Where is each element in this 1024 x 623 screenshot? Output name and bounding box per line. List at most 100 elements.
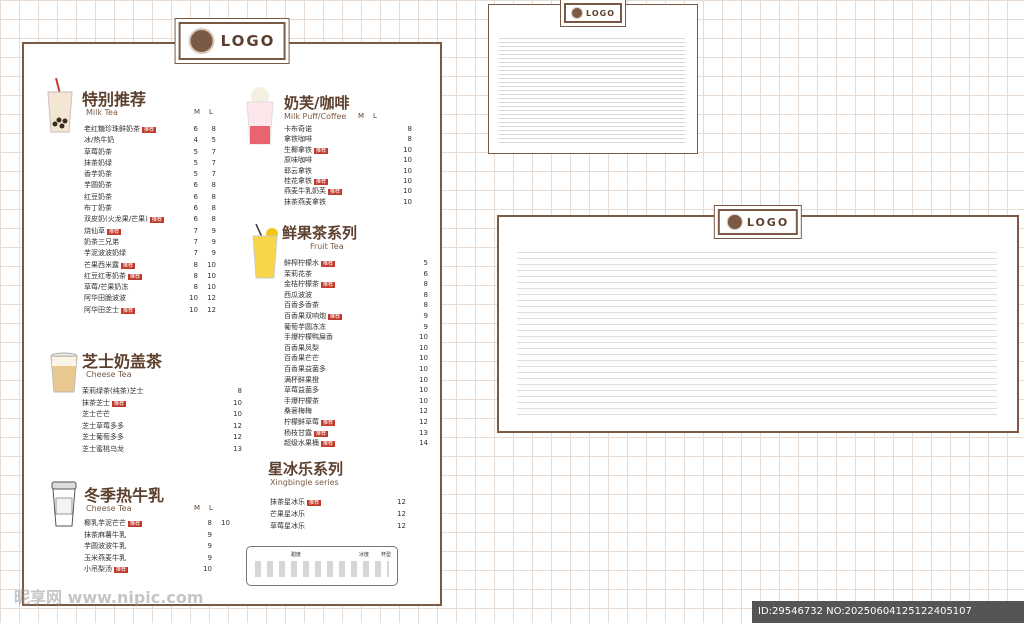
item-name: 奶茶三兄弟: [84, 237, 119, 246]
item-name: 抹茶星冰乐推荐: [270, 498, 322, 506]
price-l: 8: [211, 181, 216, 190]
item-name: 芋泥波波奶绿: [84, 249, 126, 258]
price-l: 10: [419, 386, 428, 395]
recommend-badge: 推荐: [314, 147, 329, 154]
recommend-badge: 推荐: [107, 228, 122, 235]
item-name: 布丁奶茶: [84, 204, 112, 213]
logo-text: LOGO: [746, 215, 790, 229]
price-m: 9: [207, 542, 212, 550]
item-name: 茉莉花茶: [284, 269, 312, 278]
price-m: 8: [193, 283, 198, 292]
price-l: 8: [407, 125, 412, 133]
recommend-badge: 推荐: [328, 313, 343, 320]
price-l: 12: [207, 294, 216, 303]
price-l: 8: [211, 204, 216, 213]
recommend-badge: 推荐: [321, 282, 336, 289]
item-name: 芝士草莓多多: [82, 421, 124, 430]
logo-text: LOGO: [586, 8, 615, 18]
preview-thumbnail-wide: LOGO: [497, 209, 1019, 433]
price-m: 8: [207, 519, 212, 527]
watermark: 昵享网 www.nipic.com: [14, 588, 204, 607]
price-l: 10: [403, 197, 412, 206]
item-name: 老红糖珍珠鲜奶茶推荐: [84, 125, 157, 133]
item-name: 桑葚梅梅: [284, 407, 312, 416]
item-name: 抹茶麻薯牛乳: [84, 530, 126, 539]
item-name: 阿华田芝士推荐: [84, 305, 136, 314]
price-l: 10: [419, 364, 428, 373]
milk-puff-cup-icon: [244, 86, 276, 150]
menu-item-row: 芒果西米露推荐 8 10: [84, 260, 216, 271]
item-name: 原味咖啡: [284, 156, 312, 165]
recommend-badge: 推荐: [114, 567, 129, 573]
fruit-tea-cup-icon: [250, 223, 280, 284]
price-l: 9: [423, 311, 428, 320]
price-l: 10: [403, 187, 412, 196]
section-title: 冬季热牛乳: [84, 486, 165, 505]
logo-badge: LOGO: [564, 3, 622, 23]
item-name: 芋圆波波牛乳: [84, 542, 126, 550]
thumb-lines: [499, 35, 685, 145]
price-l: 10: [403, 177, 412, 186]
section-subtitle: Cheese Tea: [86, 370, 132, 379]
price-l: 10: [403, 166, 412, 175]
hot-milk-cup-icon: [50, 480, 78, 532]
price-l: 10: [207, 260, 216, 269]
price-l: 9: [211, 249, 216, 258]
legend-cup: 杯型: [381, 552, 392, 558]
recommend-badge: 推荐: [121, 307, 136, 314]
item-name: 金桔柠檬茶推荐: [284, 280, 336, 289]
price-l: 10: [403, 145, 412, 154]
legend-sweet: 甜度: [291, 552, 302, 558]
price-l: 10: [419, 375, 428, 384]
legend-icons: [255, 561, 389, 577]
item-name: 草莓益菌多: [284, 386, 319, 395]
item-name: 百香果芒芒: [284, 354, 319, 363]
item-name: 玉米燕麦牛乳: [84, 553, 126, 562]
price-m: 8: [193, 271, 198, 280]
price-m: 6: [193, 192, 198, 201]
price-l: 8: [407, 135, 412, 144]
price-l: 13: [419, 428, 428, 437]
section-title: 鲜果茶系列: [282, 224, 358, 242]
price-l: 14: [419, 439, 428, 448]
item-name: 芒果星冰乐: [270, 510, 305, 518]
image-id-bar: ID:29546732 NO:20250604125122405107: [752, 601, 1024, 623]
price-m: 6: [193, 215, 198, 224]
price-m: 8: [193, 260, 198, 269]
item-name: 抹茶芝士推荐: [82, 398, 127, 407]
price-l: 9: [423, 322, 428, 331]
item-name: 芒果西米露推荐: [84, 260, 136, 269]
item-name: 燕麦牛乳奶芙推荐: [284, 187, 343, 196]
price-m: 10: [203, 565, 212, 573]
price-l: 10: [419, 396, 428, 405]
price-m: 10: [189, 305, 198, 314]
item-name: 茉莉绿茶(纯茶)芝士: [82, 387, 144, 395]
price-l: 12: [233, 433, 242, 441]
price-m: 7: [193, 237, 198, 246]
item-name: 红豆奶茶: [84, 192, 112, 201]
price-m: 9: [207, 553, 212, 562]
